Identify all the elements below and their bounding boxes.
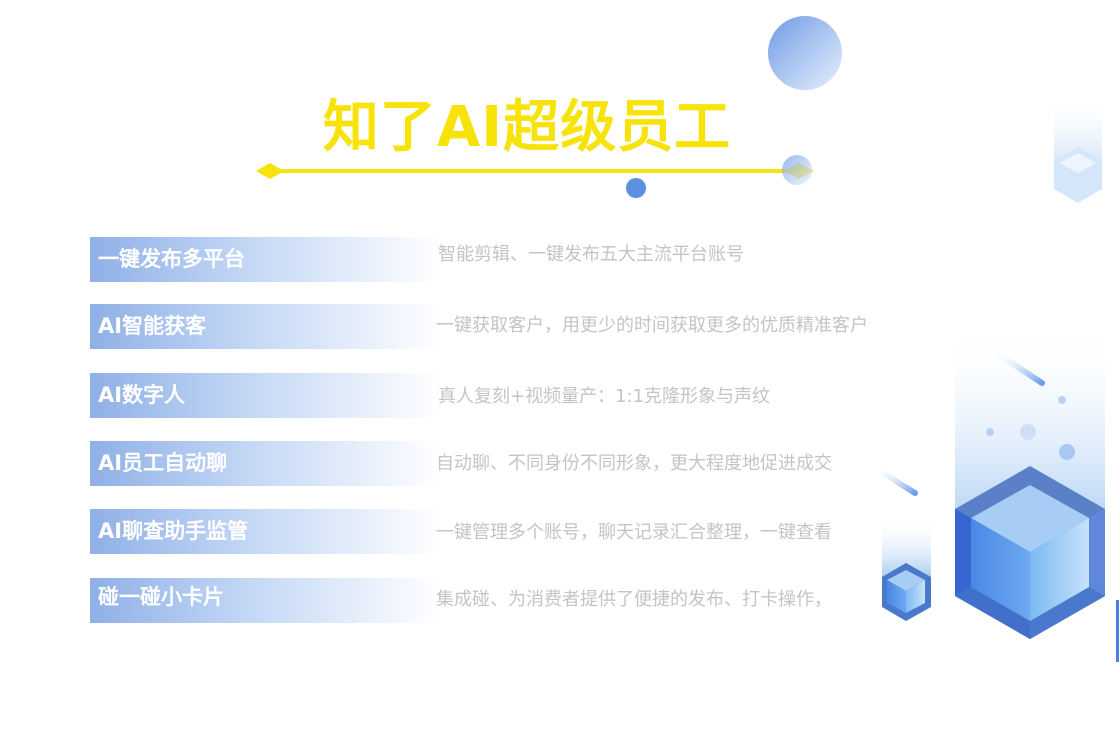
feature-desc: 自动聊、不同身份不同形象，更大程度地促进成交 — [436, 453, 832, 474]
feature-desc: 集成碰、为消费者提供了便捷的发布、打卡操作， — [436, 589, 832, 610]
cube-small-icon — [882, 563, 931, 621]
feature-desc: 一键获取客户，用更少的时间获取更多的优质精准客户 — [436, 315, 868, 336]
feature-row: 碰一碰小卡片 集成碰、为消费者提供了便捷的发布、打卡操作， — [90, 578, 910, 623]
feature-label-bar — [90, 237, 440, 282]
feature-row: AI员工自动聊 自动聊、不同身份不同形象，更大程度地促进成交 — [90, 441, 910, 486]
feature-row: 一键发布多平台 智能剪辑、一键发布五大主流平台账号 — [90, 237, 910, 282]
feature-label-bar — [90, 578, 440, 623]
decor-ball-large — [768, 16, 842, 90]
feature-label-bar — [90, 441, 440, 486]
feature-label: AI智能获客 — [98, 314, 207, 338]
feature-row: AI智能获客 一键获取客户，用更少的时间获取更多的优质精准客户 — [90, 304, 910, 349]
feature-desc: 真人复刻+视频量产：1:1克隆形象与声纹 — [438, 386, 771, 407]
feature-label: AI数字人 — [98, 383, 186, 407]
feature-label: AI聊查助手监管 — [98, 519, 249, 543]
feature-label-bar — [90, 509, 440, 554]
decor-ball-small — [626, 178, 646, 198]
feature-row: AI数字人 真人复刻+视频量产：1:1克隆形象与声纹 — [90, 373, 910, 418]
feature-desc: 一键管理多个账号，聊天记录汇合整理，一键查看 — [436, 522, 832, 543]
decor-ball-mid — [782, 155, 812, 185]
cube-large-icon — [955, 466, 1105, 639]
title-underline — [256, 163, 814, 179]
page-title: 知了AI超级员工 — [322, 95, 732, 160]
feature-label: 碰一碰小卡片 — [98, 585, 224, 609]
feature-label: AI员工自动聊 — [98, 451, 228, 475]
feature-desc: 智能剪辑、一键发布五大主流平台账号 — [438, 244, 744, 265]
feature-label: 一键发布多平台 — [98, 247, 245, 271]
feature-label-bar — [90, 304, 440, 349]
feature-row: AI聊查助手监管 一键管理多个账号，聊天记录汇合整理，一键查看 — [90, 509, 910, 554]
feature-label-bar — [90, 373, 440, 418]
